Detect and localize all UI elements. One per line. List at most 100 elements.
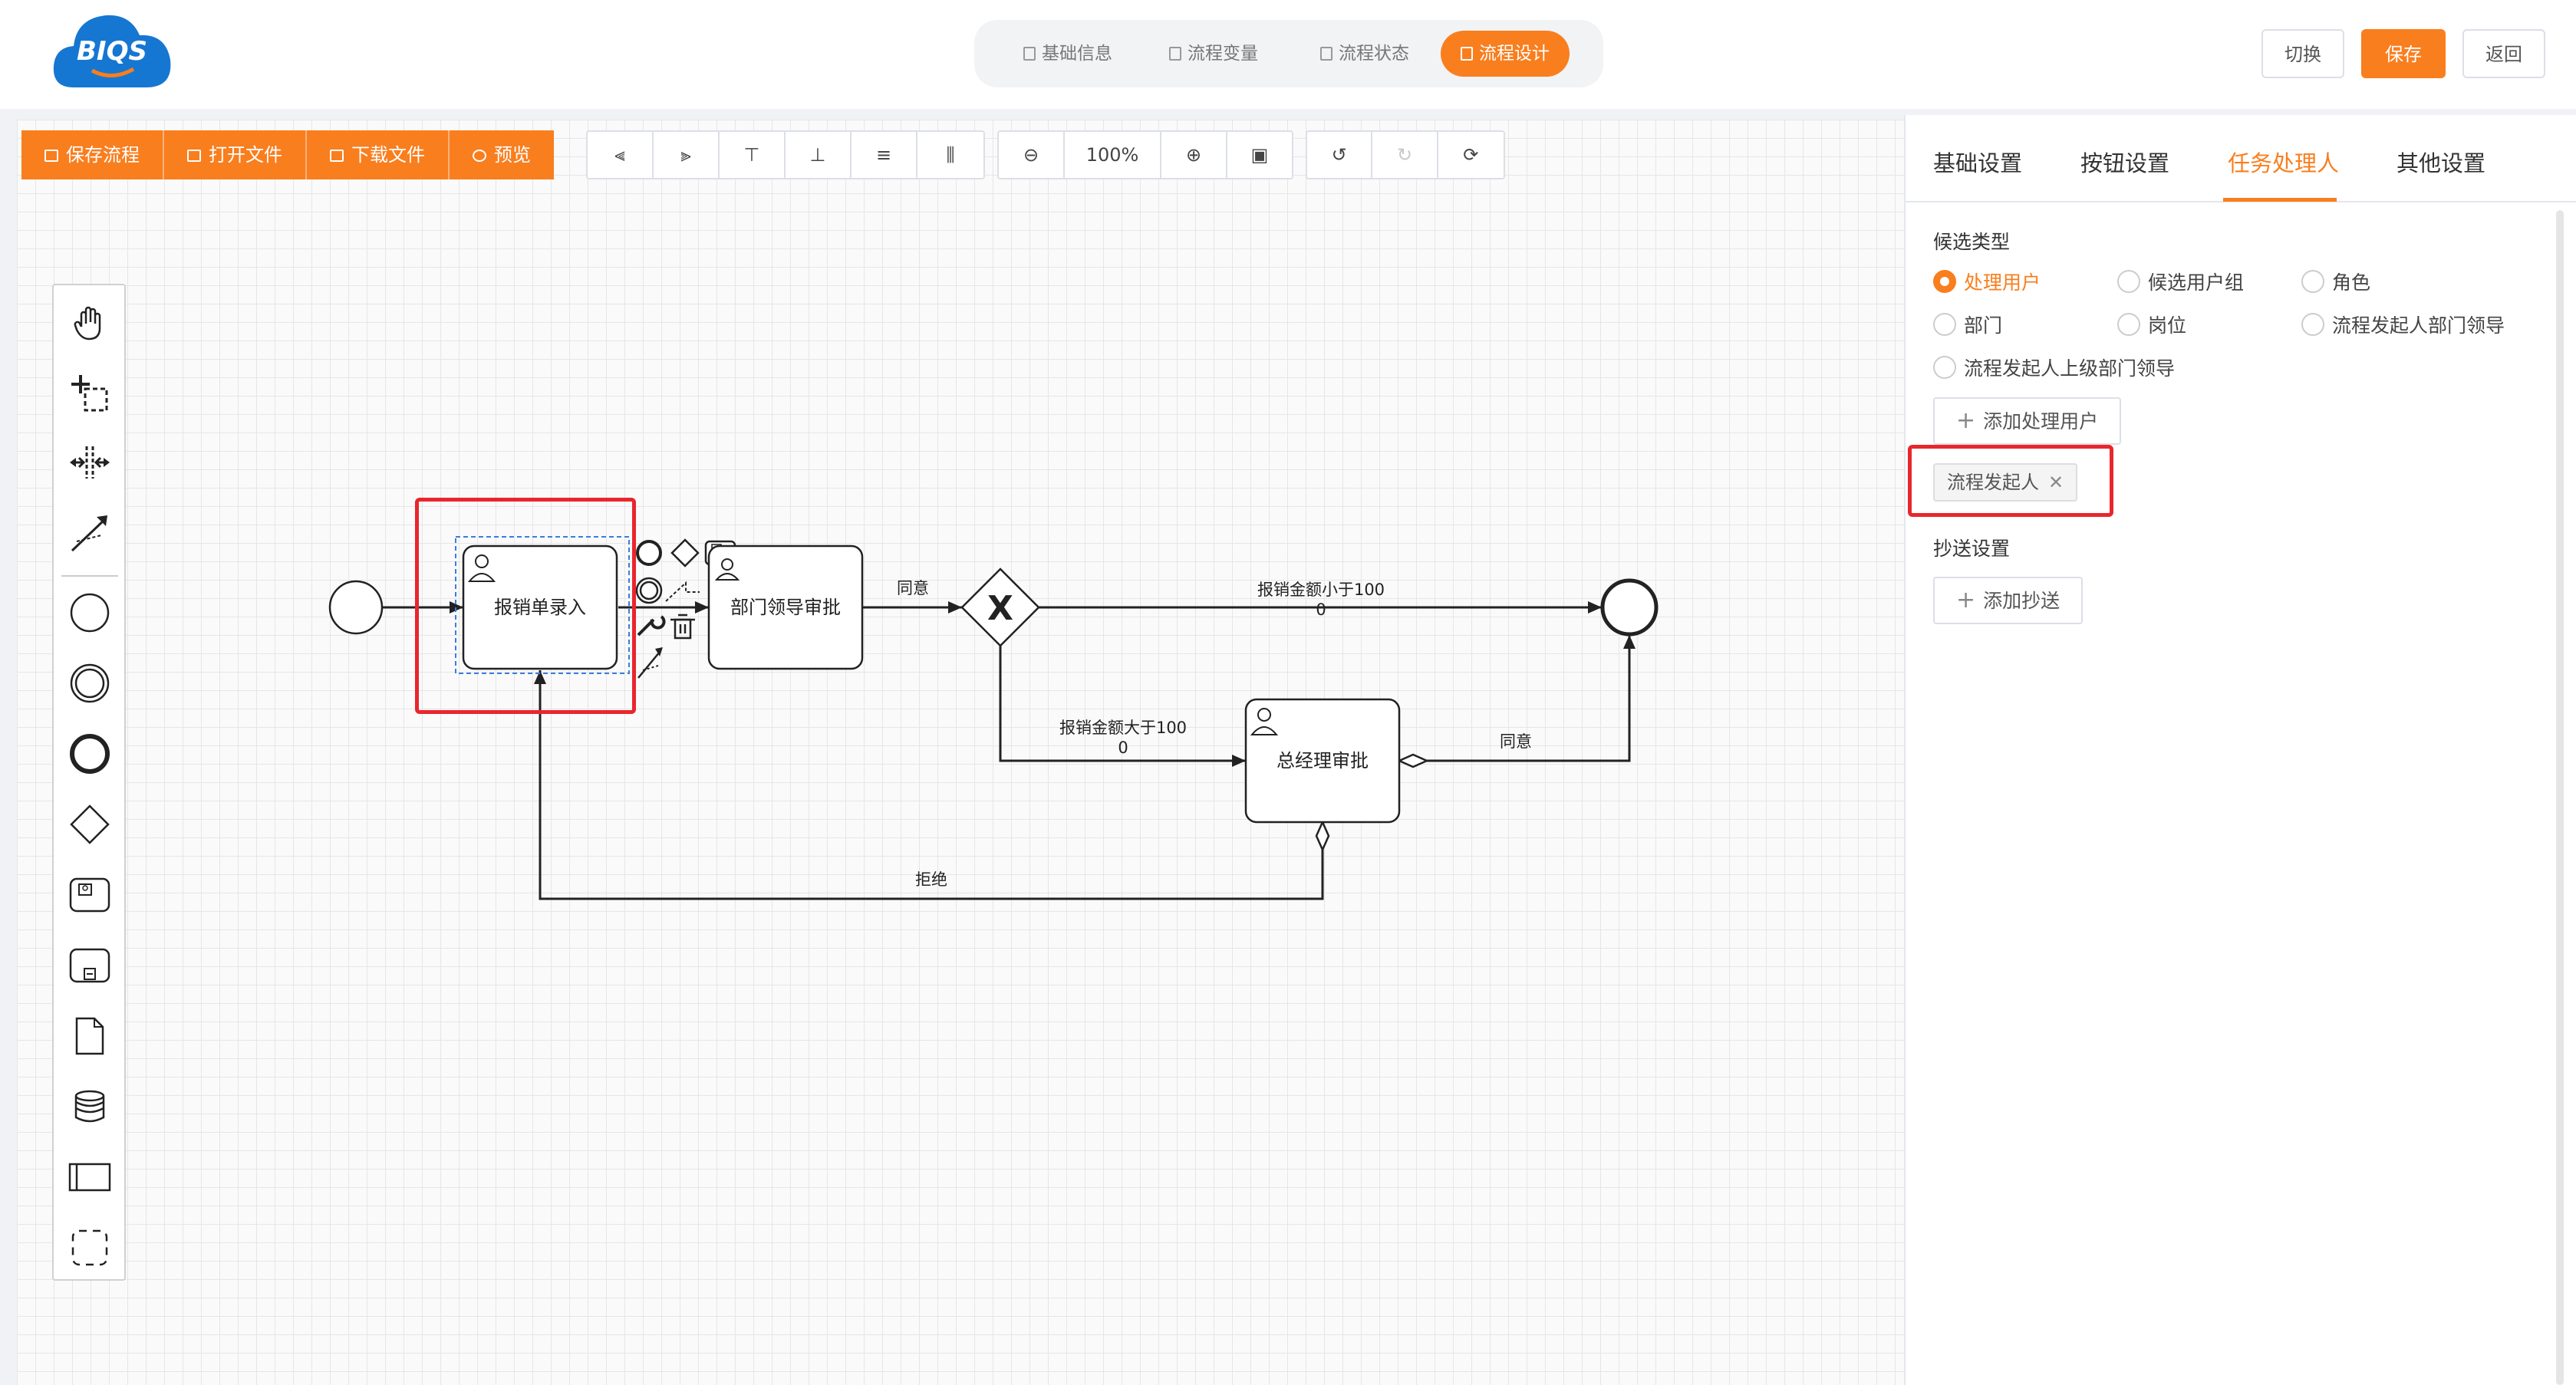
tab-other-settings[interactable]: 其他设置: [2396, 150, 2486, 176]
connect-icon[interactable]: [665, 581, 700, 602]
intermediate-event-icon[interactable]: [64, 658, 115, 709]
zoom-out-icon[interactable]: ⊖: [999, 132, 1065, 178]
align-toolbar: ⫷ ⫸ ⊤ ⊥ ≡ ⫼: [586, 130, 985, 179]
task-dept-approval[interactable]: 部门领导审批: [707, 544, 864, 670]
tab-button-settings[interactable]: 按钮设置: [2080, 150, 2170, 176]
assignee-tag: 流程发起人✕: [1933, 463, 2078, 502]
add-handle-user-button[interactable]: +添加处理用户: [1933, 397, 2122, 445]
exclusive-gateway[interactable]: X: [960, 567, 1040, 647]
flow-label-less-than-100: 报销金额小于100: [1257, 581, 1385, 599]
flow-label-reject: 拒绝: [915, 870, 947, 889]
redo-icon[interactable]: ↻: [1372, 132, 1438, 178]
properties-panel: 基础设置 按钮设置 任务处理人 其他设置 候选类型 处理用户 候选用户组 角色 …: [1904, 115, 2576, 1385]
open-file-button[interactable]: 打开文件: [164, 130, 307, 179]
save-button[interactable]: 保存: [2361, 29, 2446, 78]
flow-gateway-to-gm[interactable]: [999, 646, 1246, 767]
panel-scrollbar[interactable]: [2556, 210, 2564, 1385]
candidate-type-label: 候选类型: [1933, 231, 2011, 253]
flow-gm-to-entry[interactable]: [534, 670, 1324, 900]
step-flow-design[interactable]: 流程设计: [1441, 31, 1570, 77]
svg-text:总经理审批: 总经理审批: [1276, 750, 1369, 771]
reset-icon[interactable]: ⟳: [1463, 144, 1479, 166]
step-basic-info[interactable]: 基础信息: [1003, 31, 1132, 77]
step-flow-variables[interactable]: 流程变量: [1149, 31, 1278, 77]
undo-icon[interactable]: ↺: [1307, 132, 1373, 178]
eye-icon: [473, 150, 486, 162]
radio-candidate-group[interactable]: 候选用户组: [2117, 268, 2244, 294]
top-header: BIQS 基础信息 流程变量 流程状态 流程设计 切换 保存 返回: [0, 0, 2576, 109]
flow-label-more-than-100: 报销金额大于100: [1059, 719, 1187, 737]
pool-icon[interactable]: [64, 1152, 115, 1202]
append-gateway-icon[interactable]: [670, 538, 700, 567]
svg-text:部门领导审批: 部门领导审批: [730, 597, 841, 618]
default-flow-marker: [1396, 753, 1430, 768]
flow-gm-to-end[interactable]: [1399, 635, 1636, 762]
wrench-icon[interactable]: [637, 615, 666, 637]
radio-department[interactable]: 部门: [1933, 311, 2002, 337]
radio-position[interactable]: 岗位: [2117, 311, 2186, 337]
preview-button[interactable]: 预览: [450, 130, 554, 179]
task-gm-approval[interactable]: 总经理审批: [1244, 698, 1401, 824]
align-bottom-icon[interactable]: ⊥: [786, 132, 852, 178]
tab-basic-settings[interactable]: 基础设置: [1933, 150, 2023, 176]
align-middle-icon[interactable]: ⫼: [946, 144, 955, 166]
data-store-icon[interactable]: [64, 1081, 115, 1132]
group-icon[interactable]: [64, 1222, 115, 1273]
zoom-in-icon[interactable]: ⊕: [1161, 132, 1227, 178]
back-button[interactable]: 返回: [2462, 29, 2545, 78]
append-intermediate-event-icon[interactable]: [635, 577, 663, 604]
step-flow-status[interactable]: 流程状态: [1300, 31, 1429, 77]
tab-divider: [1906, 201, 2576, 202]
radio-handle-user[interactable]: 处理用户: [1933, 268, 2041, 294]
plus-icon: +: [1956, 587, 1976, 614]
align-right-icon[interactable]: ⫸: [654, 132, 720, 178]
align-left-icon[interactable]: ⫷: [588, 132, 654, 178]
zoom-toolbar: ⊖ 100% ⊕ ▣: [997, 130, 1293, 179]
space-tool-icon[interactable]: [64, 437, 115, 488]
align-top-icon[interactable]: ⊤: [720, 132, 786, 178]
history-toolbar: ↺ ↻ ⟳: [1306, 130, 1505, 179]
radio-dot: [1933, 356, 1956, 379]
bpmn-canvas[interactable]: [17, 120, 1904, 1385]
element-palette: [52, 284, 126, 1281]
end-event-icon[interactable]: [64, 729, 115, 779]
task-expense-entry[interactable]: 报销单录入: [462, 544, 618, 670]
lasso-tool-icon[interactable]: [64, 368, 115, 419]
append-end-event-icon[interactable]: [636, 540, 662, 566]
palette-divider: [61, 575, 118, 577]
radio-dot: [2117, 313, 2140, 336]
document-icon: [1023, 47, 1036, 61]
close-icon[interactable]: ✕: [2048, 472, 2064, 493]
radio-dot: [2117, 270, 2140, 293]
radio-initiator-dept-leader[interactable]: 流程发起人部门领导: [2301, 311, 2505, 337]
subprocess-icon[interactable]: [64, 940, 115, 991]
radio-dot: [2301, 313, 2324, 336]
radio-initiator-upper-dept-leader[interactable]: 流程发起人上级部门领导: [1933, 354, 2175, 380]
radio-role[interactable]: 角色: [2301, 268, 2370, 294]
switch-button[interactable]: 切换: [2261, 29, 2344, 78]
tab-task-assignee[interactable]: 任务处理人: [2228, 150, 2340, 176]
cc-settings-label: 抄送设置: [1933, 538, 2011, 560]
append-connection-icon[interactable]: [637, 651, 660, 679]
add-cc-button[interactable]: +添加抄送: [1933, 577, 2084, 624]
start-event-icon[interactable]: [64, 587, 115, 638]
fit-view-icon[interactable]: ▣: [1250, 144, 1269, 166]
active-tab-indicator: [2223, 198, 2337, 202]
svg-text:报销单录入: 报销单录入: [494, 597, 586, 618]
align-center-icon[interactable]: ≡: [852, 132, 917, 178]
sequence-flows: [382, 601, 1636, 900]
start-event[interactable]: [328, 580, 384, 635]
user-task-icon[interactable]: [64, 870, 115, 920]
bpmn-diagram: X 报销单录入 部门领导审批 总经理审批 同意 报销金额小于100 0 报销金额…: [328, 536, 1659, 900]
plus-icon: +: [1956, 407, 1976, 434]
step-tabs: 基础信息 流程变量 流程状态 流程设计: [974, 20, 1603, 87]
gateway-icon[interactable]: [64, 799, 115, 850]
save-flow-button[interactable]: 保存流程: [21, 130, 164, 179]
biqs-logo: BIQS: [53, 15, 171, 87]
connect-tool-icon[interactable]: [64, 508, 115, 558]
data-object-icon[interactable]: [64, 1011, 115, 1061]
end-event[interactable]: [1600, 578, 1659, 637]
hand-tool-icon[interactable]: [64, 298, 115, 348]
download-file-button[interactable]: 下载文件: [307, 130, 450, 179]
delete-icon[interactable]: [670, 614, 695, 640]
